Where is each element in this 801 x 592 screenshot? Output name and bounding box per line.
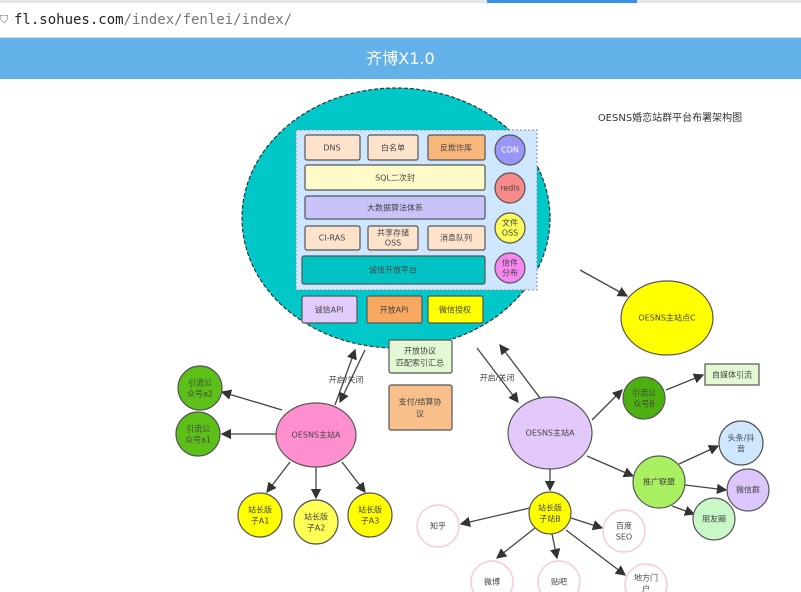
toutiao-line2: 音 [737, 444, 745, 454]
whitelist-box: 白名单 [381, 143, 405, 153]
wechat-a2-line2: 众号a2 [187, 390, 213, 399]
sub-a2-line2: 子A2 [307, 524, 326, 533]
wechat-a1-line1: 引流公 [186, 424, 210, 434]
antifraud-box: 反欺诈库 [440, 143, 472, 153]
redis-node: redis [500, 184, 520, 193]
site-a-node [275, 402, 357, 468]
sub-a1-line1: 站长版 [248, 505, 272, 515]
wechat-group-node: 微信群 [736, 485, 760, 495]
site-c-label: OESNS主站点C [638, 313, 695, 323]
tieba-node: 贴吧 [551, 577, 567, 587]
site-c-node [620, 280, 714, 356]
wechat-auth-box: 微信授权 [439, 305, 471, 315]
sub-a3-line1: 站长版 [358, 505, 382, 515]
weibo-node: 微博 [484, 577, 500, 587]
bigdata-box: 大数据算法体系 [367, 203, 423, 213]
promo-node: 推广联盟 [643, 477, 675, 487]
page-header: 齐博X1.0 [0, 38, 801, 79]
sub-b-line1: 站长版 [538, 503, 562, 513]
diagram-title: OESNS婚恋站群平台布署架构图 [598, 111, 742, 124]
baidu-line1: 百度 [616, 521, 632, 531]
mail-line1: 信件 [502, 258, 518, 268]
integrity-api-box: 诚信API [315, 305, 344, 315]
payment-box-line2: 议 [416, 410, 424, 419]
shared-storage-line2: OSS [385, 239, 401, 248]
moments-node: 朋友圈 [702, 514, 726, 524]
toggle-label-right: 开启/关闭 [480, 373, 515, 383]
shared-storage-line1: 共享存储 [377, 228, 409, 238]
zhihu-node: 知乎 [430, 521, 446, 531]
core-modules: DNS 白名单 反欺诈库 SQL二次封 大数据算法体系 CI-RAS 共享存储 … [301, 134, 526, 324]
url-host: fl.sohues.com [14, 12, 124, 28]
url-text[interactable]: fl.sohues.com/index/fenlei/index/ [14, 12, 292, 28]
dns-box: DNS [323, 144, 340, 153]
address-bar[interactable]: ⛉ fl.sohues.com/index/fenlei/index/ [0, 3, 801, 38]
shield-icon: ⛉ [0, 13, 9, 26]
sql-box: SQL二次封 [375, 173, 415, 183]
protocol-box-line1: 开放协议 [404, 346, 436, 356]
url-path: /index/fenlei/index/ [123, 12, 293, 28]
payment-box-line1: 支付/结算协 [399, 397, 442, 407]
open-api-box: 开放API [380, 305, 409, 315]
protocol-box-line2: 匹配索引汇总 [396, 358, 444, 368]
file-oss-line2: OSS [502, 229, 518, 238]
connectors [220, 269, 728, 576]
sub-a1-line2: 子A1 [251, 517, 270, 526]
mq-box: 消息队列 [440, 233, 472, 243]
wechat-a2-line1: 引流公 [188, 378, 212, 388]
site-a2-node [507, 396, 593, 470]
architecture-diagram: OESNS婚恋站群平台布署架构图 开启/关闭 开启/关闭 DNS 白名单 反欺诈… [175, 87, 770, 592]
active-tab-indicator[interactable] [487, 0, 637, 3]
site-a-label: OESNS主站A [292, 430, 341, 440]
mail-line2: 分布 [502, 268, 518, 278]
portal-line1: 地方门 [634, 573, 658, 583]
sub-a3-line2: 子A3 [361, 517, 380, 526]
self-media-box: 自媒体引流 [712, 370, 752, 380]
file-oss-line1: 文件 [502, 218, 518, 228]
cirs-box: CI-RAS [319, 234, 346, 243]
page-title: 齐博X1.0 [366, 49, 435, 68]
sub-b-line2: 子站B [539, 514, 561, 524]
cdn-node: CDN [501, 146, 519, 155]
wechat-b-line2: 众号B [633, 400, 655, 409]
portal-line2: 户 [642, 584, 650, 592]
open-platform-box: 诚信开放平台 [369, 265, 417, 275]
wechat-a1-line2: 众号a1 [185, 436, 211, 445]
toggle-label-left: 开启/关闭 [329, 375, 364, 385]
tab-strip [0, 0, 801, 3]
wechat-b-line1: 引流公 [632, 388, 656, 398]
sub-a2-line1: 站长版 [304, 512, 328, 522]
site-a2-label: OESNS主站A [526, 428, 575, 438]
baidu-line2: SEO [616, 533, 632, 542]
toutiao-line1: 头条/抖 [728, 433, 755, 443]
